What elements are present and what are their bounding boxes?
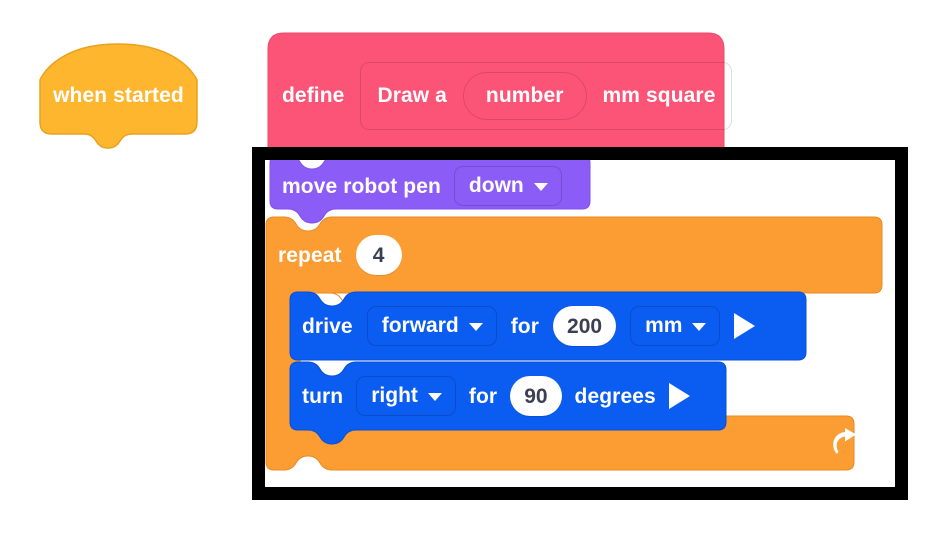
turn-block[interactable]: turn right for 90 degrees — [289, 361, 727, 445]
play-icon[interactable] — [734, 313, 756, 339]
chevron-down-icon — [692, 322, 707, 331]
turn-label: turn — [302, 384, 344, 408]
move-robot-pen-shape — [269, 154, 591, 224]
chevron-down-icon — [533, 182, 548, 191]
drive-label: drive — [302, 314, 353, 338]
drive-block[interactable]: drive forward for 200 mm — [289, 291, 807, 361]
turn-angle-input[interactable]: 90 — [510, 376, 562, 416]
chevron-down-icon — [468, 322, 483, 331]
define-prototype[interactable]: Draw a number mm square — [360, 61, 733, 130]
when-started-label: when started — [53, 84, 184, 107]
define-block[interactable]: define Draw a number mm square — [267, 31, 733, 157]
prototype-parameter-label: number — [485, 84, 564, 107]
turn-units-label: degrees — [574, 384, 656, 408]
pen-state-value: down — [468, 174, 524, 197]
repeat-footer — [266, 416, 882, 470]
drive-units-dropdown[interactable]: mm — [630, 306, 721, 346]
drive-direction-value: forward — [381, 314, 459, 337]
loop-arrow-icon — [833, 428, 856, 454]
turn-block-shape — [289, 361, 727, 445]
repeat-count-input[interactable]: 4 — [355, 235, 402, 275]
chevron-down-icon — [427, 392, 442, 401]
drive-distance-input[interactable]: 200 — [553, 306, 617, 346]
move-robot-pen-label: move robot pen — [282, 174, 441, 198]
drive-units-value: mm — [645, 314, 683, 337]
play-icon[interactable] — [668, 383, 690, 409]
repeat-header: repeat 4 — [266, 217, 882, 293]
define-keyword: define — [282, 84, 345, 107]
when-started-shape — [39, 43, 198, 149]
turn-direction-dropdown[interactable]: right — [356, 376, 456, 416]
when-started-block[interactable]: when started — [36, 38, 201, 149]
pen-state-dropdown[interactable]: down — [453, 166, 562, 206]
prototype-text-after: mm square — [602, 84, 716, 107]
move-robot-pen-block[interactable]: move robot pen down — [269, 154, 591, 224]
turn-for-label: for — [468, 384, 498, 408]
repeat-label: repeat — [278, 243, 342, 267]
drive-for-label: for — [510, 314, 540, 338]
drive-block-shape — [289, 291, 807, 361]
prototype-parameter-number[interactable]: number — [462, 71, 587, 120]
turn-direction-value: right — [371, 384, 418, 407]
prototype-text-before: Draw a — [377, 84, 447, 107]
drive-direction-dropdown[interactable]: forward — [366, 306, 497, 346]
